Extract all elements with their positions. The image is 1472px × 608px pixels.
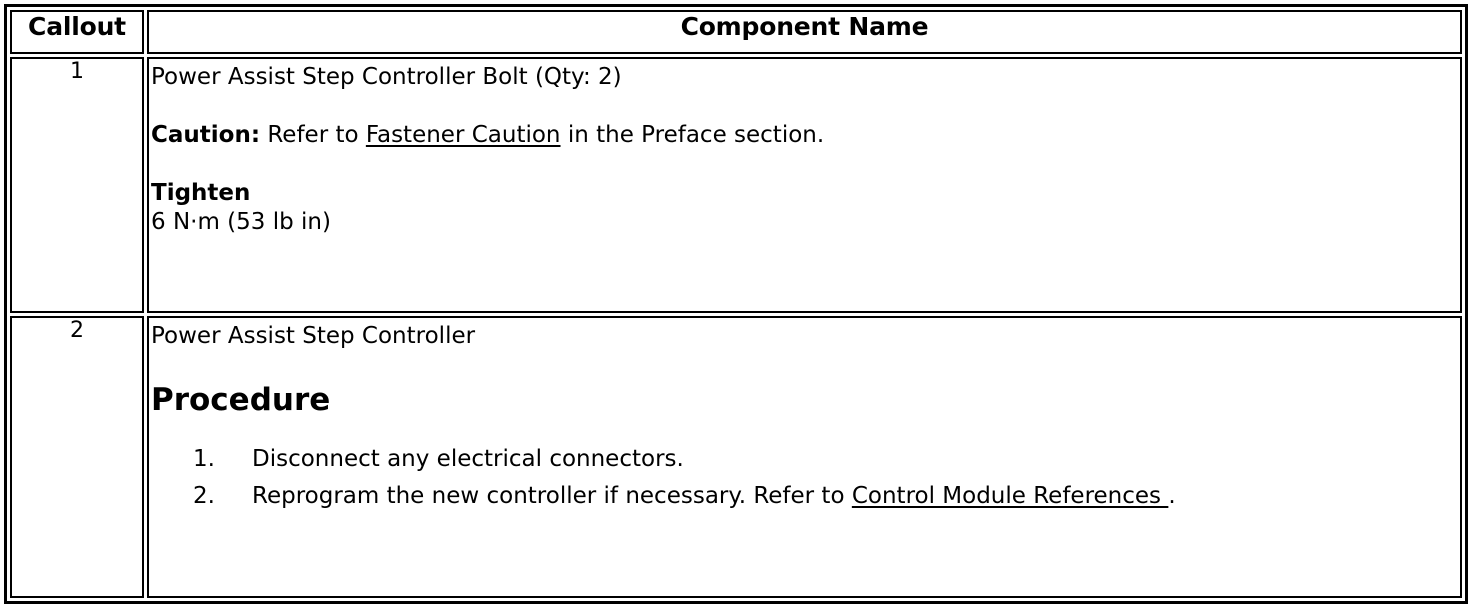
callout-cell-2: 2	[10, 315, 144, 598]
callout-number: 2	[70, 317, 84, 343]
caution-text-post: in the Preface section.	[560, 122, 825, 148]
spacer	[151, 150, 1460, 179]
control-module-references-link[interactable]: Control Module References	[851, 482, 1169, 509]
component-title-1: Power Assist Step Controller Bolt (Qty: …	[151, 64, 622, 90]
procedure-heading: Procedure	[151, 381, 331, 418]
caution-text-pre: Refer to	[260, 122, 366, 148]
header-label-callout: Callout	[28, 12, 126, 41]
tighten-label: Tighten	[151, 180, 251, 206]
step-text-pre: Reprogram the new controller if necessar…	[252, 482, 852, 509]
callout-cell-1: 1	[10, 57, 144, 313]
step-marker: 2.	[193, 482, 215, 509]
header-cell-callout: Callout	[10, 10, 144, 54]
tighten-value: 6 N·m (53 lb in)	[151, 209, 331, 235]
step-text-post: .	[1168, 482, 1176, 509]
spacer	[151, 92, 1460, 121]
table-header-row: Callout Component Name	[10, 10, 1462, 54]
step-text: Disconnect any electrical connectors.	[252, 445, 684, 472]
caution-label: Caution:	[151, 122, 261, 148]
step-marker: 1.	[193, 445, 215, 472]
procedure-step-list: 1. Disconnect any electrical connectors.…	[151, 441, 1460, 515]
callout-number: 1	[70, 59, 84, 84]
fastener-caution-link[interactable]: Fastener Caution	[365, 122, 561, 148]
header-label-component-name: Component Name	[680, 12, 929, 41]
list-item: 2. Reprogram the new controller if neces…	[151, 478, 1460, 515]
table-row: 2 Power Assist Step Controller Procedure…	[10, 315, 1462, 598]
component-title-2: Power Assist Step Controller	[151, 322, 476, 349]
component-cell-1: Power Assist Step Controller Bolt (Qty: …	[147, 57, 1462, 313]
list-item: 1. Disconnect any electrical connectors.	[151, 441, 1460, 478]
table-row: 1 Power Assist Step Controller Bolt (Qty…	[10, 57, 1462, 313]
caution-line: Caution: Refer to Fastener Caution in th…	[151, 121, 1460, 150]
component-name-table: Callout Component Name 1 Power Assist St…	[4, 4, 1468, 604]
component-cell-2: Power Assist Step Controller Procedure 1…	[147, 315, 1462, 598]
header-cell-component-name: Component Name	[147, 10, 1462, 54]
step-text: Reprogram the new controller if necessar…	[252, 478, 1460, 515]
